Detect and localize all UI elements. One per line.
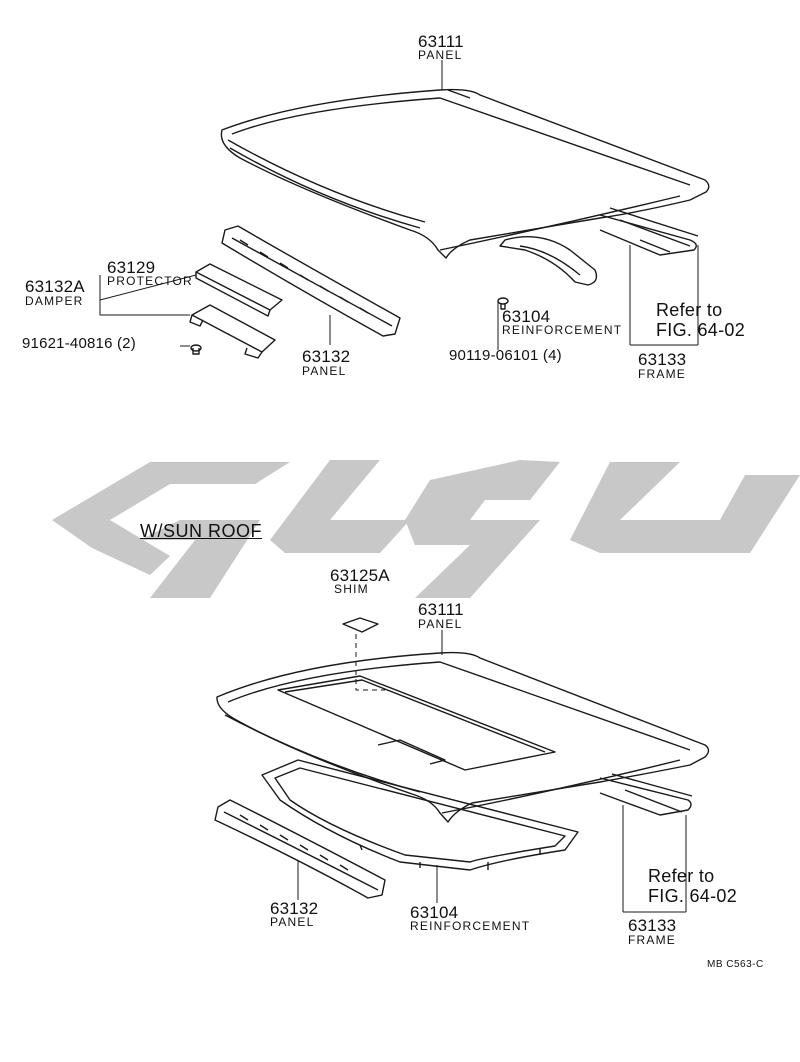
frame-bottom [599,773,693,816]
leaders-top [99,60,699,350]
roof-panel-name: PANEL [418,48,463,62]
reinforcement-top-number: 63104 [502,307,551,326]
bolt [190,344,202,355]
watermark-shapes [52,460,800,598]
bolt-number: 91621-40816 (2) [22,335,136,352]
damper [189,304,276,359]
refer-bottom-line1: Refer to [648,866,715,886]
protector-number: 63129 [107,258,156,277]
refer-bottom-line2: FIG. 64-02 [648,886,738,906]
front-panel-bottom-name: PANEL [270,915,315,929]
front-panel-top-name: PANEL [302,364,347,378]
frame-top-number: 63133 [638,350,687,369]
reinforcement-bottom-number: 63104 [410,903,459,922]
watermark-stroke-4 [405,460,560,598]
shim [342,617,379,633]
protector-name: PROTECTOR [107,274,193,288]
front-panel-top [221,225,401,337]
reinforcement-bottom [261,759,579,871]
frame-bottom-number: 63133 [628,916,677,935]
refer-top-line1: Refer to [656,300,723,320]
frame-top-name: FRAME [638,367,686,381]
leaders-bottom [297,630,687,913]
reinforcement-bottom-name: REINFORCEMENT [410,919,531,933]
sun-roof-section-title: W/SUN ROOF [140,521,262,541]
watermark-stroke-2 [140,520,260,598]
refer-top-line2: FIG. 64-02 [656,320,746,340]
roof-panel-top [220,88,710,259]
roof-panel-number: 63111 [418,32,464,51]
watermark-stroke-1 [52,462,290,575]
reinforcement-top-name: REINFORCEMENT [502,323,623,337]
figure-code: MB C563-C [707,959,764,970]
frame-top [599,207,699,256]
roof-panel-bottom [216,651,710,823]
shim-number: 63125A [330,566,390,585]
reinforcement-top [499,235,598,286]
damper-number: 63132A [25,277,85,296]
roof-panel-bottom-name: PANEL [418,617,463,631]
front-panel-bottom [214,799,386,899]
watermark-stroke-3 [270,460,410,553]
roof-panel-bottom-number: 63111 [418,600,464,619]
front-panel-bottom-number: 63132 [270,899,319,918]
frame-bottom-name: FRAME [628,933,676,947]
damper-name: DAMPER [25,294,84,308]
shim-dashed-leader [355,634,385,691]
watermark-stroke-5 [570,462,800,553]
shim-name: SHIM [334,582,369,596]
front-panel-top-number: 63132 [302,347,351,366]
screw-number: 90119-06101 (4) [449,347,562,364]
